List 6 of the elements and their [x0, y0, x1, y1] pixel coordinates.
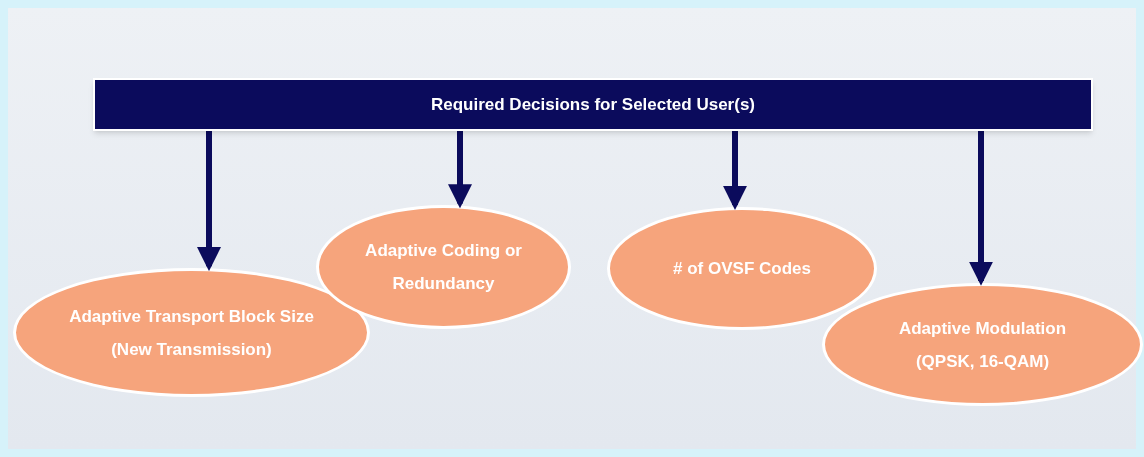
node-label: Adaptive Transport Block Size (New Transmission) — [68, 305, 315, 361]
header-text: Required Decisions for Selected User(s) — [430, 93, 755, 116]
node-label: # of OVSF Codes — [673, 258, 811, 280]
node-label: Adaptive Coding or Redundancy — [364, 240, 523, 295]
header-bar — [93, 78, 1093, 131]
node-label: Adaptive Modulation (QPSK, 16-QAM) — [897, 317, 1068, 373]
